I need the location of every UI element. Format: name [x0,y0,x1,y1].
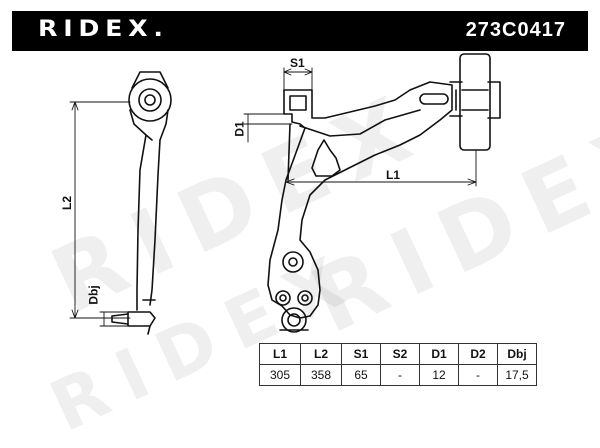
spec-header-d2: D2 [458,343,498,365]
dim-label-d1: D1 [232,121,247,137]
dim-label-dbj: Dbj [86,285,101,305]
header-bar: RIDEX. 273C0417 [12,11,588,51]
spec-value-l2: 358 [300,364,342,386]
side-view-arm [111,71,172,335]
spec-table-header-row: L1 L2 S1 S2 D1 D2 Dbj [259,343,537,365]
spec-header-s2: S2 [380,343,420,365]
dim-label-l1: L1 [386,168,401,182]
spec-header-l2: L2 [300,343,342,365]
spec-table: L1 L2 S1 S2 D1 D2 Dbj 305 358 65 - 12 - … [259,343,537,386]
brand-logo: RIDEX. [38,17,169,42]
dimension-lines [69,67,477,327]
spec-value-s2: - [380,364,420,386]
spec-value-dbj: 17,5 [497,364,537,386]
spec-table-value-row: 305 358 65 - 12 - 17,5 [259,364,537,386]
top-view-arm [267,53,501,333]
spec-header-d1: D1 [419,343,459,365]
spec-header-s1: S1 [341,343,381,365]
spec-value-s1: 65 [341,364,381,386]
spec-header-l1: L1 [259,343,301,365]
spec-value-l1: 305 [259,364,301,386]
part-number: 273C0417 [465,19,566,41]
spec-value-d2: - [458,364,498,386]
technical-drawing [69,53,501,335]
spec-value-d1: 12 [419,364,459,386]
dim-label-s1: S1 [290,56,305,70]
dim-label-l2: L2 [60,195,75,211]
spec-header-dbj: Dbj [497,343,537,365]
